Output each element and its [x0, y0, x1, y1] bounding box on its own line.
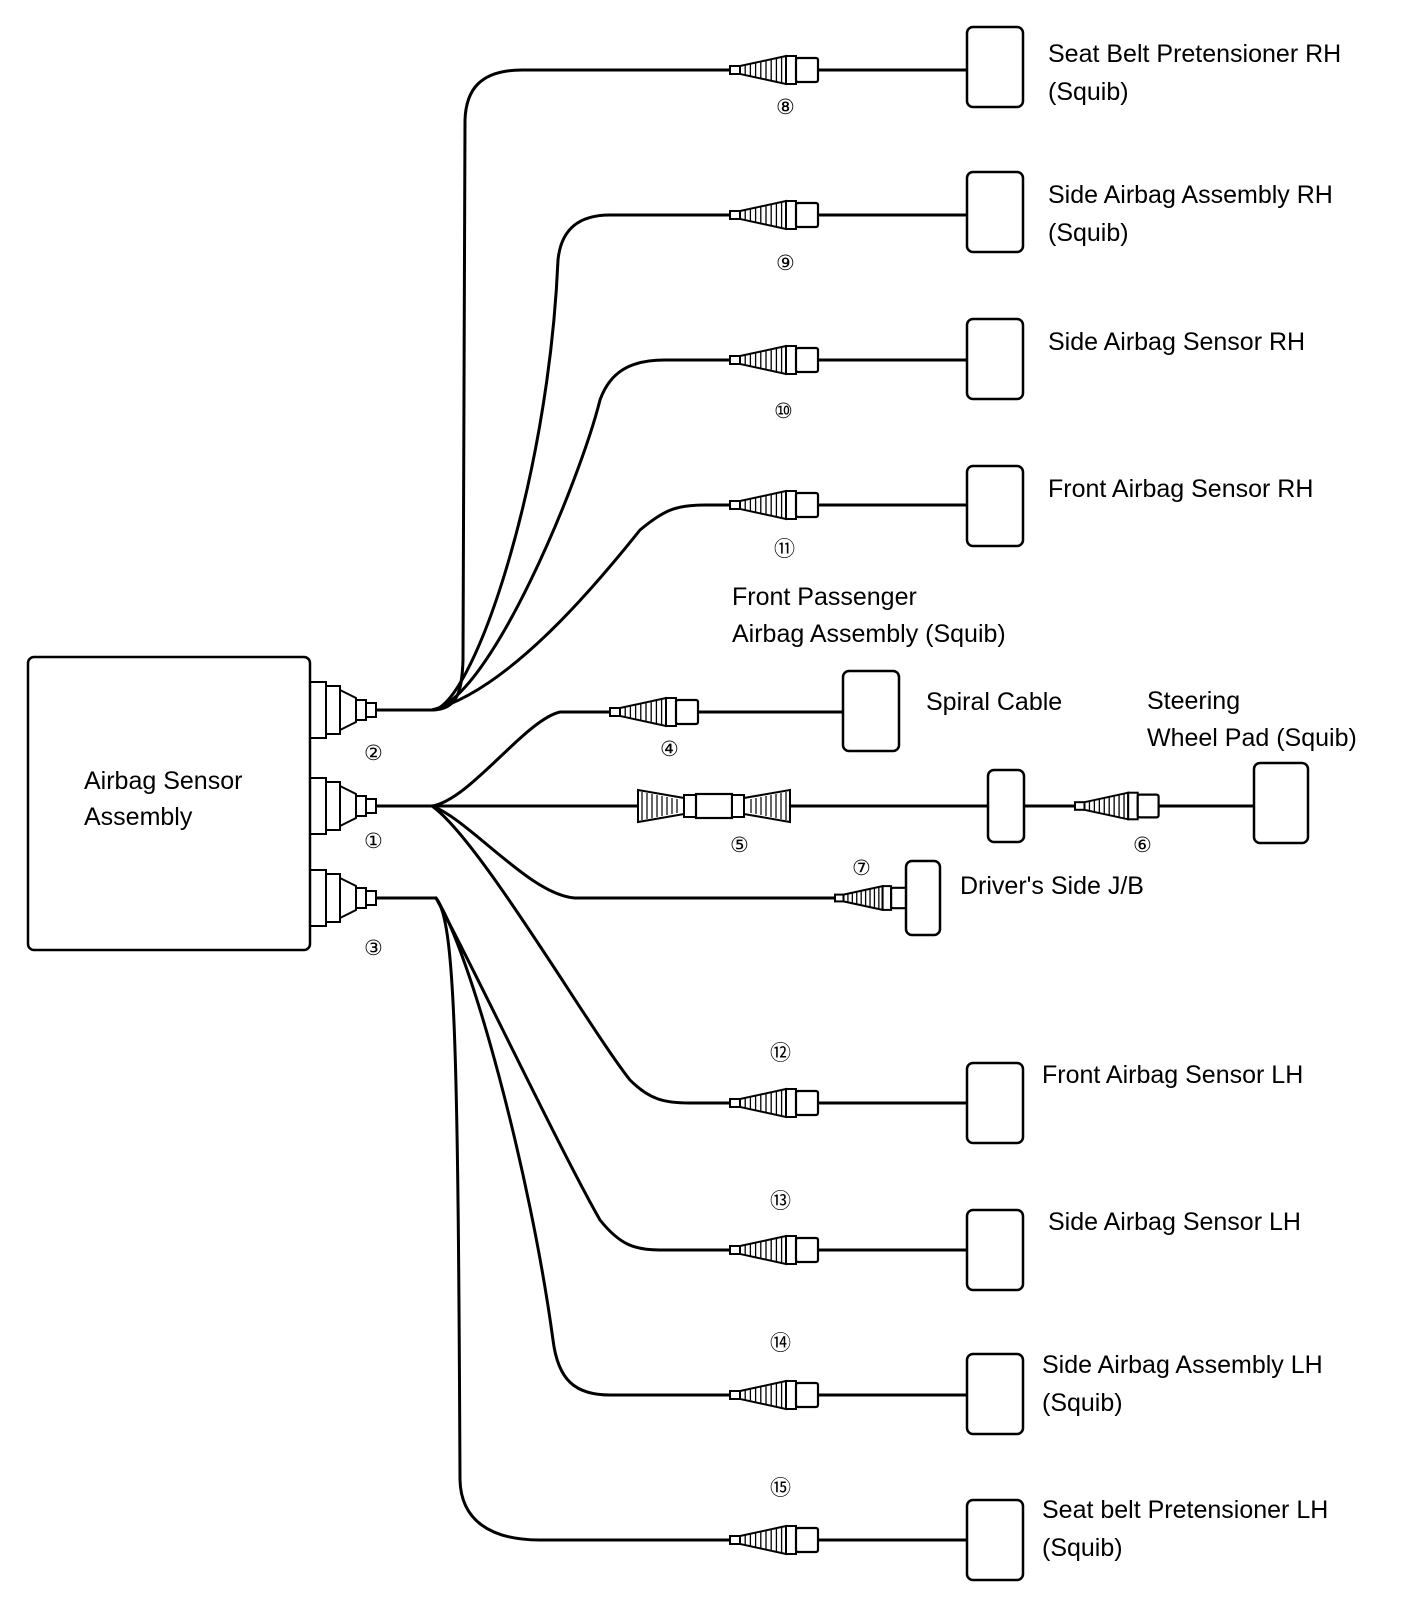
box-side-airbag-assembly-lh — [965, 1352, 1025, 1436]
connector-7 — [834, 884, 911, 912]
label-seat-belt-pretensioner-rh: Seat Belt Pretensioner RH (Squib) — [1048, 40, 1348, 106]
connector-8 — [729, 54, 820, 86]
wire-12 — [430, 804, 977, 1105]
box-front-airbag-sensor-lh — [965, 1061, 1025, 1145]
connector-number-11: ⑪ — [774, 538, 795, 561]
connector-number-6: ⑥ — [1133, 834, 1152, 857]
label-seatbelt-pretensioner-lh: Seat belt Pretensioner LH (Squib) — [1042, 1496, 1335, 1562]
label-drivers-side-jb: Driver's Side J/B — [960, 872, 1144, 900]
wire-10 — [430, 358, 977, 712]
connector-12 — [729, 1087, 820, 1119]
connectors-layer — [309, 54, 1160, 1556]
box-spiral-cable — [841, 669, 901, 753]
box-seatbelt-pretensioner-lh — [965, 1498, 1025, 1582]
box-front-airbag-sensor-rh — [965, 464, 1025, 548]
connector-number-7: ⑦ — [852, 857, 871, 880]
wire-15 — [434, 896, 977, 1542]
label-side-airbag-assembly-rh: Side Airbag Assembly RH (Squib) — [1048, 181, 1340, 247]
box-side-airbag-sensor-lh — [965, 1208, 1025, 1292]
connector-5 — [637, 788, 791, 824]
box-steering-column-module — [986, 768, 1026, 844]
wire-7 — [430, 804, 854, 900]
box-side-airbag-sensor-rh — [965, 317, 1025, 401]
label-side-airbag-sensor-lh: Side Airbag Sensor LH — [1048, 1208, 1301, 1236]
header-connector-3 — [309, 869, 377, 927]
connector-number-9: ⑨ — [776, 252, 795, 275]
connector-14 — [729, 1379, 820, 1411]
connector-number-13: ⑬ — [770, 1190, 791, 1213]
wire-14 — [434, 896, 977, 1397]
connector-number-8: ⑧ — [776, 96, 795, 119]
connector-number-2: ② — [364, 742, 383, 765]
wire-9 — [430, 213, 977, 712]
connector-number-15: ⑮ — [770, 1477, 791, 1500]
connector-number-14: ⑭ — [770, 1332, 791, 1355]
connector-number-12: ⑫ — [770, 1042, 791, 1065]
wire-4 — [430, 710, 860, 808]
label-spiral-cable: Spiral Cable — [926, 688, 1062, 716]
connector-number-3: ③ — [364, 937, 383, 960]
airbag-sensor-assembly-label: Airbag Sensor Assembly — [84, 767, 249, 831]
connector-6 — [1074, 791, 1160, 821]
wire-8 — [374, 68, 977, 712]
connector-11 — [729, 489, 820, 521]
box-drivers-side-jb — [904, 859, 942, 937]
label-steering-wheel-pad: Steering Wheel Pad (Squib) — [1147, 687, 1357, 752]
box-seat-belt-pretensioner-rh — [965, 25, 1025, 109]
component-boxes — [841, 25, 1310, 1582]
connector-number-4: ④ — [660, 738, 679, 761]
connector-10 — [729, 344, 820, 376]
label-front-airbag-sensor-rh: Front Airbag Sensor RH — [1048, 475, 1313, 503]
connector-13 — [729, 1234, 820, 1266]
label-side-airbag-assembly-lh: Side Airbag Assembly LH (Squib) — [1042, 1351, 1330, 1417]
connector-number-1: ① — [364, 830, 383, 853]
header-connector-1 — [309, 777, 377, 835]
label-side-airbag-sensor-rh: Side Airbag Sensor RH — [1048, 328, 1305, 356]
connector-4 — [609, 696, 700, 728]
label-front-passenger-airbag: Front Passenger Airbag Assembly (Squib) — [732, 583, 1006, 648]
box-side-airbag-assembly-rh — [965, 170, 1025, 254]
connector-9 — [729, 199, 820, 231]
label-front-airbag-sensor-lh: Front Airbag Sensor LH — [1042, 1061, 1303, 1089]
connector-15 — [729, 1524, 820, 1556]
connector-number-5: ⑤ — [730, 834, 749, 857]
wire-11 — [430, 503, 977, 712]
box-steering-wheel-pad — [1252, 761, 1310, 845]
wire-13 — [434, 896, 977, 1252]
connector-number-10: ⑩ — [774, 400, 793, 423]
airbag-sensor-assembly — [26, 655, 312, 952]
header-connector-2 — [309, 681, 377, 739]
